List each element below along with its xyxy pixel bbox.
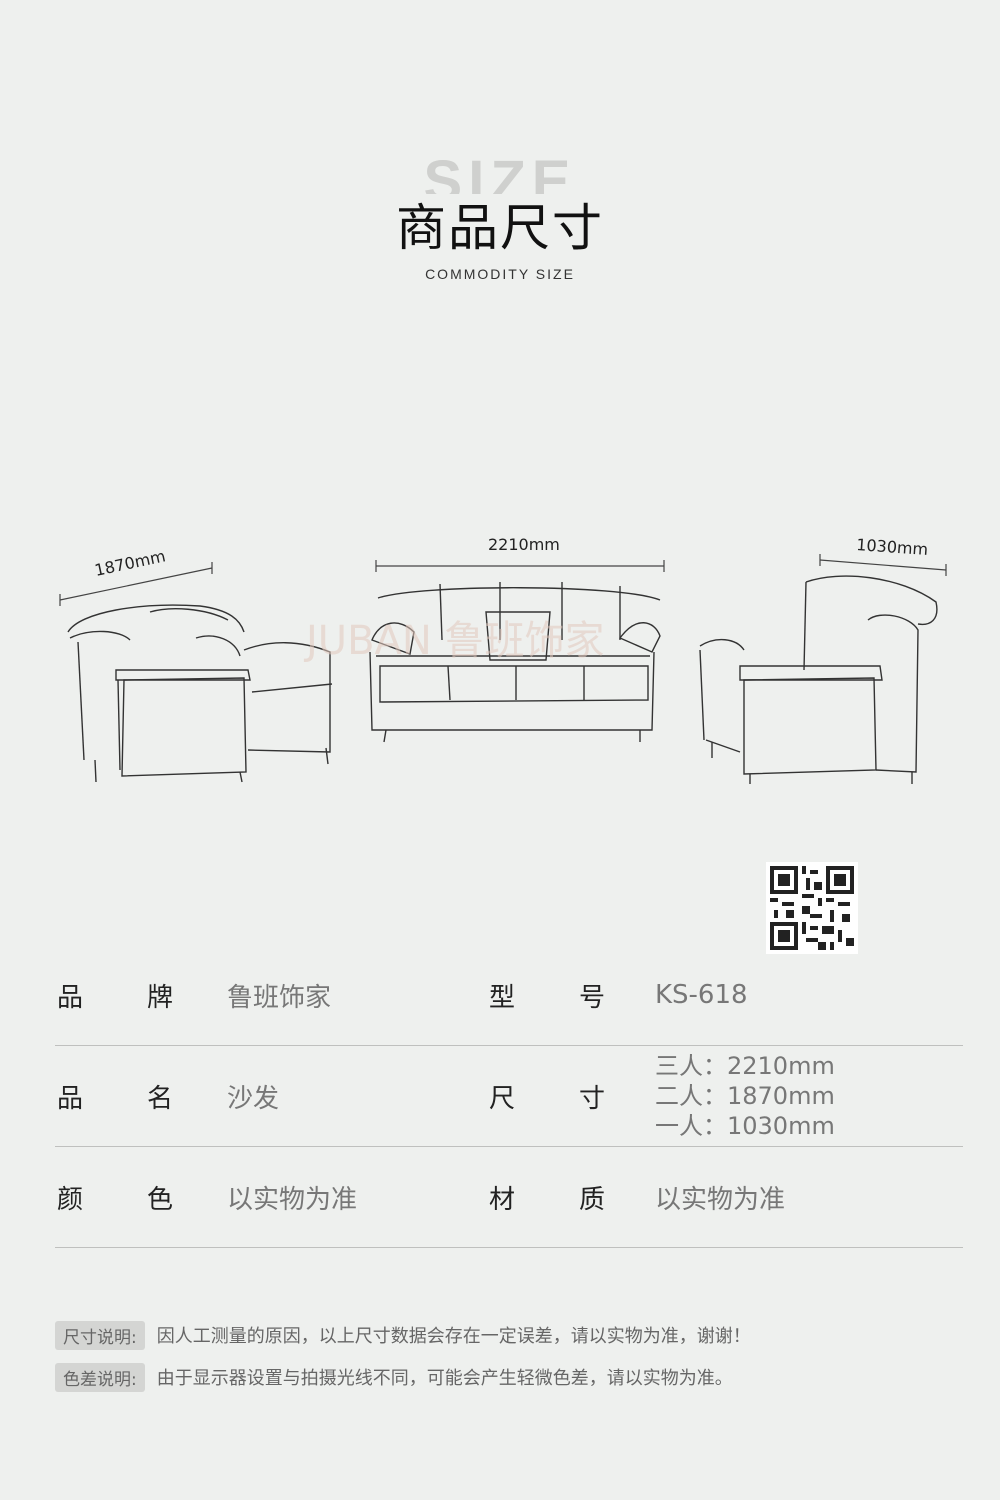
model-value: KS-618 xyxy=(655,980,748,1010)
model-label-char-1: 型 xyxy=(489,982,516,1013)
size-values: 三人：2210mm 二人：1870mm 一人：1030mm xyxy=(655,1046,835,1146)
notes-section: 尺寸说明: 因人工测量的原因，以上尺寸数据会存在一定误差，请以实物为准，谢谢！ … xyxy=(55,1320,963,1406)
material-label-char-2: 质 xyxy=(579,1184,606,1215)
size-value-two-seat: 二人：1870mm xyxy=(655,1082,835,1110)
sofa-dimension-diagram: 1870mm 2210mm 1030mm JUBAN 鲁班饰家 xyxy=(59,535,947,784)
size-note: 尺寸说明: 因人工测量的原因，以上尺寸数据会存在一定误差，请以实物为准，谢谢！ xyxy=(55,1320,963,1350)
color-label-char-1: 颜 xyxy=(57,1184,84,1215)
color-label-char-2: 色 xyxy=(147,1184,174,1215)
name-label-char-2: 名 xyxy=(147,1083,174,1114)
size-value-one-seat: 一人：1030mm xyxy=(655,1112,835,1140)
size-value-three-seat: 三人：2210mm xyxy=(655,1052,835,1080)
material-value: 以实物为准 xyxy=(655,1184,786,1215)
qr-code xyxy=(766,862,858,954)
size-label-char-1: 尺 xyxy=(489,1083,516,1114)
color-value: 以实物为准 xyxy=(227,1184,358,1215)
spec-row-brand-model: 品 牌 鲁班饰家 型 号 KS-618 xyxy=(55,945,963,1046)
color-note-tag: 色差说明: xyxy=(55,1362,145,1392)
three-seat-dimension-label: 2210mm xyxy=(488,535,560,554)
three-seat-sofa-sketch xyxy=(369,582,661,743)
color-note: 色差说明: 由于显示器设置与拍摄光线不同，可能会产生轻微色差，请以实物为准。 xyxy=(55,1362,963,1392)
name-value: 沙发 xyxy=(227,1083,280,1114)
one-seat-dimension-label: 1030mm xyxy=(856,535,929,559)
model-label-char-2: 号 xyxy=(579,982,606,1013)
color-note-text: 由于显示器设置与拍摄光线不同，可能会产生轻微色差，请以实物为准。 xyxy=(156,1368,733,1389)
brand-watermark: JUBAN 鲁班饰家 xyxy=(303,618,605,664)
material-label-char-1: 材 xyxy=(489,1184,516,1215)
brand-value: 鲁班饰家 xyxy=(227,982,332,1013)
brand-label-char-2: 牌 xyxy=(147,982,174,1013)
page-subtitle: COMMODITY SIZE xyxy=(425,266,575,282)
size-background-word: SIZE xyxy=(423,150,577,194)
spec-table: 品 牌 鲁班饰家 型 号 KS-618 品 名 沙发 尺 寸 三人：2210mm… xyxy=(55,945,963,1248)
two-seat-dimension-label: 1870mm xyxy=(93,546,167,580)
brand-label-char-1: 品 xyxy=(57,982,84,1013)
two-seat-sofa-sketch xyxy=(67,604,333,783)
name-label-char-1: 品 xyxy=(57,1083,84,1114)
size-note-text: 因人工测量的原因，以上尺寸数据会存在一定误差，请以实物为准，谢谢！ xyxy=(156,1326,751,1347)
page-title: 商品尺寸 xyxy=(396,199,604,257)
one-seat-armchair-sketch xyxy=(699,575,938,784)
size-label-char-2: 寸 xyxy=(579,1083,606,1114)
size-note-tag: 尺寸说明: xyxy=(55,1320,145,1350)
spec-row-name-size: 品 名 沙发 尺 寸 三人：2210mm 二人：1870mm 一人：1030mm xyxy=(55,1046,963,1147)
spec-row-color-material: 颜 色 以实物为准 材 质 以实物为准 xyxy=(55,1147,963,1248)
